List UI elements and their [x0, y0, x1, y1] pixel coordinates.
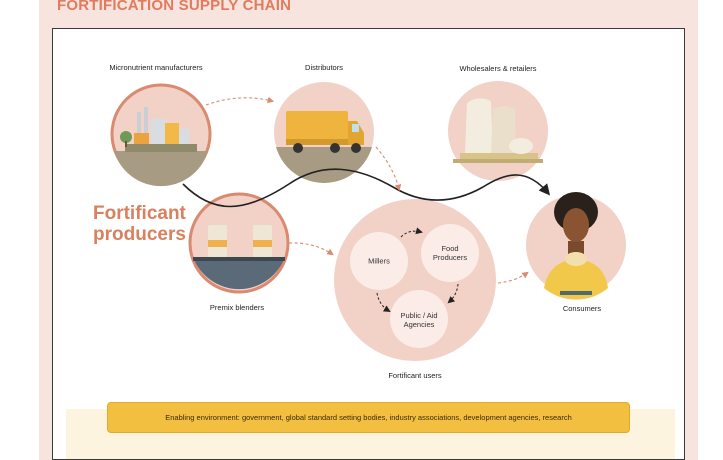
diagram-card: Micronutrient manufacturers Distributors…	[52, 28, 685, 460]
label-fortificant-users: Fortificant users	[388, 371, 441, 380]
factory-icon	[112, 85, 210, 186]
producers-title-line-2: producers	[93, 224, 186, 245]
premix-icon	[190, 194, 288, 292]
food-producers-label: Food Producers	[433, 244, 467, 262]
enabling-environment-bar: Enabling environment: government, global…	[107, 402, 630, 433]
food-producers-line-2: Producers	[433, 253, 467, 262]
page-title: FORTIFICATION SUPPLY CHAIN	[57, 0, 291, 14]
arrow-manufacturers-to-distributors	[206, 98, 272, 105]
public-aid-label: Public / Aid Agencies	[400, 311, 437, 329]
producers-title-line-1: Fortificant	[93, 203, 186, 224]
millers-label: Millers	[368, 257, 390, 266]
arrow-users-to-consumers	[498, 273, 527, 283]
public-aid-line-1: Public / Aid	[400, 311, 437, 320]
label-consumers: Consumers	[563, 304, 601, 313]
label-premix-blenders: Premix blenders	[210, 303, 264, 312]
consumer-icon	[526, 192, 626, 300]
truck-icon	[274, 82, 374, 183]
arrow-distributors-to-users	[376, 147, 399, 189]
label-micronutrient-manufacturers: Micronutrient manufacturers	[109, 63, 202, 72]
arrow-premix-to-users	[289, 243, 332, 254]
label-wholesalers-retailers: Wholesalers & retailers	[459, 64, 536, 73]
fortificant-producers-heading: Fortificant producers	[93, 203, 186, 245]
sacks-icon	[448, 81, 548, 181]
food-producers-line-1: Food	[433, 244, 467, 253]
label-distributors: Distributors	[305, 63, 343, 72]
public-aid-line-2: Agencies	[400, 320, 437, 329]
